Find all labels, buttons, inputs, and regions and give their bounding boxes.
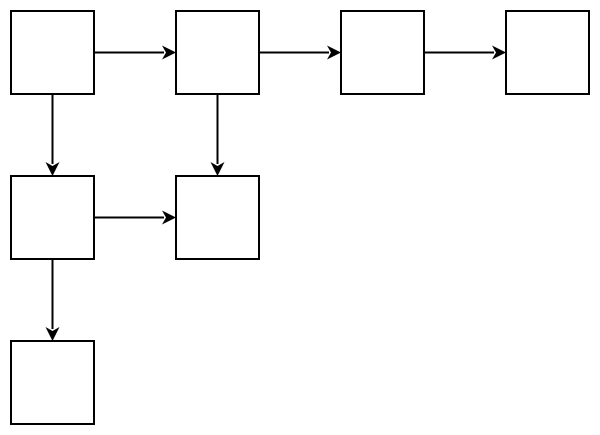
node-box-3 <box>340 10 425 95</box>
node-box-7 <box>10 340 95 425</box>
arrow-n2-to-n6 <box>210 94 225 176</box>
arrow-n5-to-n6 <box>94 210 176 225</box>
arrowhead-icon <box>162 210 176 225</box>
arrow-n1-to-n2 <box>94 45 176 60</box>
arrowhead-icon <box>45 162 60 176</box>
node-box-5 <box>10 175 95 260</box>
edges-layer <box>45 45 506 341</box>
arrow-n1-to-n5 <box>45 94 60 176</box>
node-rect <box>175 10 260 95</box>
arrowhead-icon <box>327 45 341 60</box>
node-box-2 <box>175 10 260 95</box>
node-box-4 <box>505 10 590 95</box>
node-rect <box>340 10 425 95</box>
arrowhead-icon <box>210 162 225 176</box>
node-rect <box>505 10 590 95</box>
node-rect <box>10 175 95 260</box>
arrow-n3-to-n4 <box>424 45 506 60</box>
arrow-n2-to-n3 <box>259 45 341 60</box>
arrowhead-icon <box>162 45 176 60</box>
node-box-1 <box>10 10 95 95</box>
arrowhead-icon <box>45 327 60 341</box>
arrowhead-icon <box>492 45 506 60</box>
node-box-6 <box>175 175 260 260</box>
node-rect <box>10 340 95 425</box>
node-rect <box>175 175 260 260</box>
arrow-n5-to-n7 <box>45 259 60 341</box>
nodes-layer <box>10 10 590 425</box>
node-rect <box>10 10 95 95</box>
